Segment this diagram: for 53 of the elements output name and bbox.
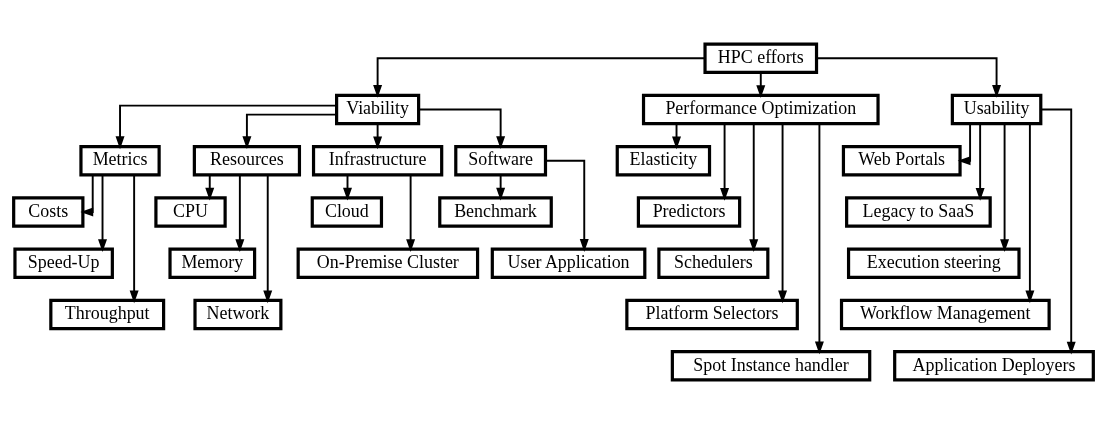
node-box: Metrics [79, 144, 161, 176]
node-box: Memory [168, 247, 257, 279]
node-box: Schedulers [657, 247, 770, 279]
node-box: Throughput [49, 298, 166, 330]
node-box: HPC efforts [703, 42, 819, 74]
arrow [417, 108, 506, 149]
node-box: Performance Optimization [641, 93, 880, 125]
node-box: CPU [154, 195, 227, 228]
node-box: Spot Instance handler [670, 349, 872, 381]
node-box: Predictors [636, 195, 742, 228]
node-box: Speed-Up [13, 247, 114, 279]
arrow [205, 173, 215, 200]
arrow [815, 56, 1002, 98]
node-box: Network [193, 298, 283, 330]
arrow [1039, 108, 1076, 355]
node-box: User Application [490, 247, 647, 279]
arrow [129, 173, 139, 303]
arrow [544, 159, 589, 252]
arrow [1025, 122, 1035, 303]
node-box: Cloud [310, 195, 384, 228]
node-box: Application Deployers [893, 349, 1095, 381]
node-box: Legacy to SaaS [845, 195, 992, 228]
node-box: Infrastructure [311, 144, 444, 176]
node-box: Costs [12, 195, 85, 228]
arrow [1000, 122, 1010, 252]
arrow [749, 122, 759, 252]
node-box: Software [454, 144, 548, 176]
arrow [406, 173, 416, 252]
arrow [814, 122, 824, 354]
node-box: Workflow Management [839, 298, 1051, 330]
arrow [720, 122, 730, 201]
arrow [98, 173, 107, 252]
arrow [975, 122, 985, 201]
node-box: Resources [192, 144, 302, 176]
node-box: Elasticity [615, 144, 712, 176]
node-box: On-Premise Cluster [296, 247, 480, 279]
arrow [235, 173, 245, 252]
arrow [496, 173, 506, 200]
arrow [115, 104, 338, 149]
arrow [373, 122, 383, 149]
node-box: Viability [335, 93, 421, 125]
arrow [263, 173, 273, 303]
node-box: Execution steering [846, 247, 1021, 279]
arrow [957, 122, 972, 165]
arrow [373, 56, 706, 98]
node-box: Web Portals [841, 144, 962, 176]
arrow [756, 71, 766, 98]
node-box: Usability [950, 93, 1043, 125]
arrow [80, 173, 94, 216]
node-box: Platform Selectors [625, 298, 799, 330]
arrow [242, 113, 338, 149]
arrow [778, 122, 788, 303]
node-box: Benchmark [438, 195, 553, 228]
